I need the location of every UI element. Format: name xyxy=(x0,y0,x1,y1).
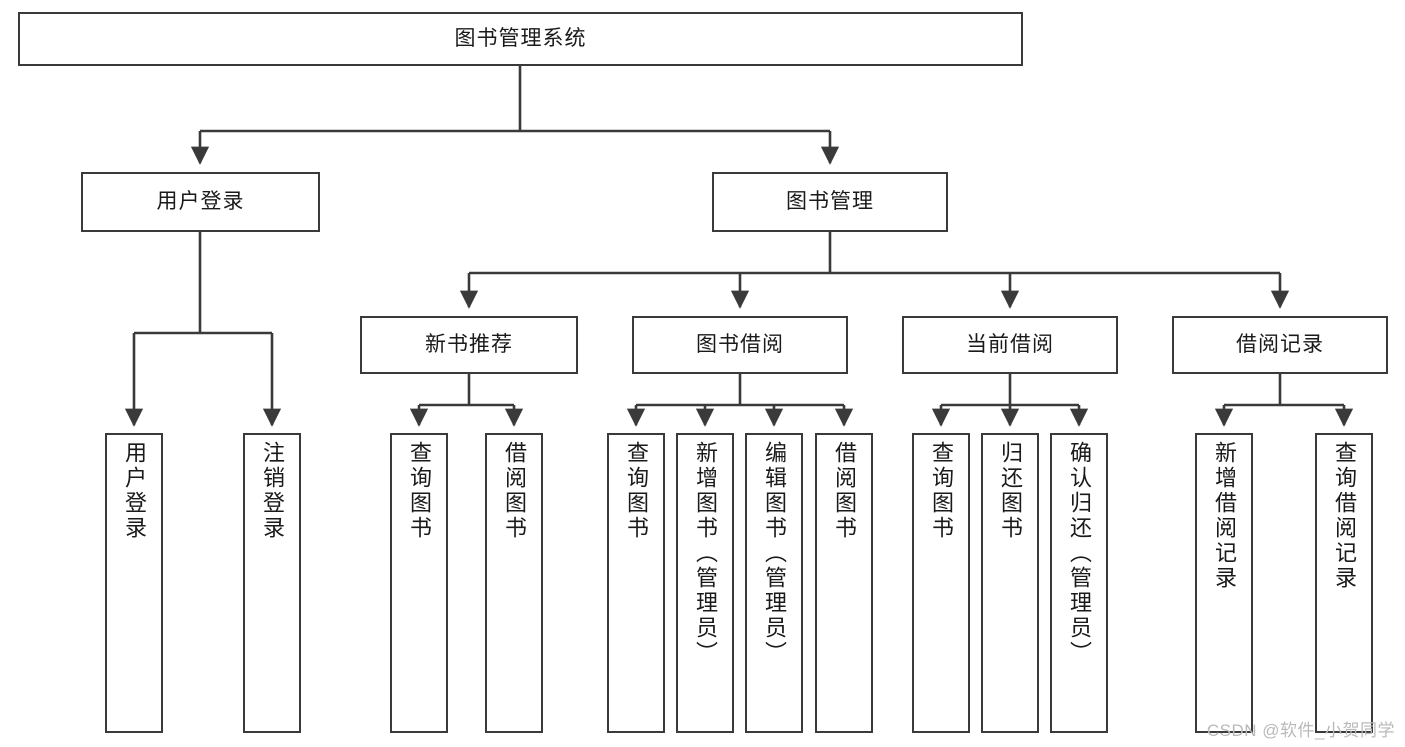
node-leaf-return-book[interactable]: 归还图书 xyxy=(981,433,1039,733)
node-leaf-return-book-label: 归还图书 xyxy=(998,441,1023,541)
node-leaf-add-book[interactable]: 新增图书（管理员） xyxy=(676,433,734,733)
node-book-borrow-label: 图书借阅 xyxy=(696,332,784,356)
node-book-manage[interactable]: 图书管理 xyxy=(712,172,948,232)
node-root-label: 图书管理系统 xyxy=(454,26,587,50)
node-leaf-edit-book[interactable]: 编辑图书（管理员） xyxy=(745,433,803,733)
node-leaf-add-record[interactable]: 新增借阅记录 xyxy=(1195,433,1253,733)
node-new-book-recommend-label: 新书推荐 xyxy=(425,332,513,356)
node-leaf-add-book-label: 新增图书（管理员） xyxy=(693,441,718,666)
node-leaf-borrow-book-1-label: 借阅图书 xyxy=(502,441,527,541)
watermark-text: CSDN @软件_小贺同学 xyxy=(1206,721,1395,740)
node-leaf-confirm-return-label: 确认归还（管理员） xyxy=(1067,441,1092,666)
node-leaf-add-record-label: 新增借阅记录 xyxy=(1212,441,1237,591)
node-leaf-query-book-3-label: 查询图书 xyxy=(929,441,954,541)
node-root[interactable]: 图书管理系统 xyxy=(18,12,1023,66)
node-leaf-borrow-book-2[interactable]: 借阅图书 xyxy=(815,433,873,733)
node-user-login-label: 用户登录 xyxy=(156,189,245,213)
node-leaf-confirm-return[interactable]: 确认归还（管理员） xyxy=(1050,433,1108,733)
node-leaf-query-record-label: 查询借阅记录 xyxy=(1332,441,1357,591)
node-leaf-query-book-1[interactable]: 查询图书 xyxy=(390,433,448,733)
node-borrow-record-label: 借阅记录 xyxy=(1236,332,1324,356)
node-leaf-user-logout[interactable]: 注销登录 xyxy=(243,433,301,733)
node-leaf-user-login-label: 用户登录 xyxy=(122,441,147,541)
node-book-borrow[interactable]: 图书借阅 xyxy=(632,316,848,374)
node-current-borrow-label: 当前借阅 xyxy=(966,332,1054,356)
node-leaf-query-record[interactable]: 查询借阅记录 xyxy=(1315,433,1373,733)
node-leaf-query-book-2-label: 查询图书 xyxy=(624,441,649,541)
node-book-manage-label: 图书管理 xyxy=(786,189,874,213)
node-leaf-query-book-2[interactable]: 查询图书 xyxy=(607,433,665,733)
node-leaf-borrow-book-1[interactable]: 借阅图书 xyxy=(485,433,543,733)
node-leaf-user-login[interactable]: 用户登录 xyxy=(105,433,163,733)
node-user-login[interactable]: 用户登录 xyxy=(81,172,320,232)
node-leaf-borrow-book-2-label: 借阅图书 xyxy=(832,441,857,541)
node-leaf-query-book-1-label: 查询图书 xyxy=(407,441,432,541)
node-new-book-recommend[interactable]: 新书推荐 xyxy=(360,316,578,374)
node-leaf-query-book-3[interactable]: 查询图书 xyxy=(912,433,970,733)
node-current-borrow[interactable]: 当前借阅 xyxy=(902,316,1118,374)
node-borrow-record[interactable]: 借阅记录 xyxy=(1172,316,1388,374)
node-leaf-edit-book-label: 编辑图书（管理员） xyxy=(762,441,787,666)
node-leaf-user-logout-label: 注销登录 xyxy=(260,441,285,541)
